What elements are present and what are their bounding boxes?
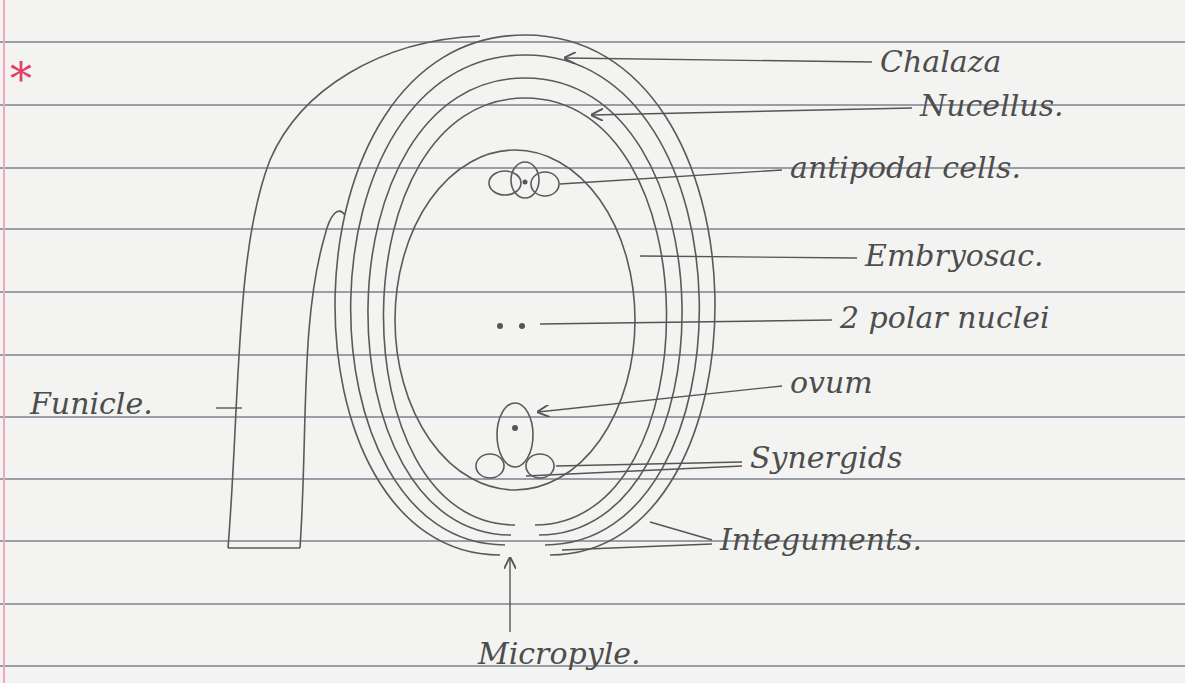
part-label: Chalaza [880,44,1001,80]
nucellus-outline [383,98,666,525]
leader-line [650,522,712,540]
part-label: ovum [790,365,873,401]
antipodal-cell [531,172,559,196]
leader-line [562,544,712,550]
part-label: Nucellus. [920,88,1064,124]
ovule-drawing [228,35,715,555]
leader-line [560,170,782,184]
margin-mark: * [10,62,32,98]
cell-nucleus [523,180,528,185]
part-label: Synergids [750,440,902,476]
egg-nucleus [512,425,518,431]
egg-cell [497,403,533,467]
leader-line [526,466,742,476]
leader-line [509,558,510,632]
part-label: 2 polar nuclei [840,300,1050,336]
embryo-sac [395,150,635,490]
leader-line [540,320,832,324]
leader-line [216,407,242,408]
funicle-base [228,547,300,549]
ruled-lines [0,42,1185,666]
part-label: Funicle. [30,386,153,422]
nuclei [497,180,528,432]
part-label: Embryosac. [865,238,1044,274]
synergid [476,454,504,478]
funicle-edge [300,211,345,548]
margin-line [3,0,5,683]
outer-integument-inner [351,55,700,545]
part-label: Micropyle. [478,636,641,672]
leader-line [556,462,742,466]
part-label: antipodal cells. [790,150,1021,186]
leader-line [592,108,912,115]
antipodal-cell [489,171,521,195]
part-label: Integuments. [720,522,922,558]
funicle-edge [228,36,480,548]
polar-nucleus [497,323,503,329]
leader-line [640,256,857,258]
leader-line [538,386,782,412]
leader-line [565,58,872,62]
inner-integument [368,78,682,535]
polar-nucleus [519,323,525,329]
